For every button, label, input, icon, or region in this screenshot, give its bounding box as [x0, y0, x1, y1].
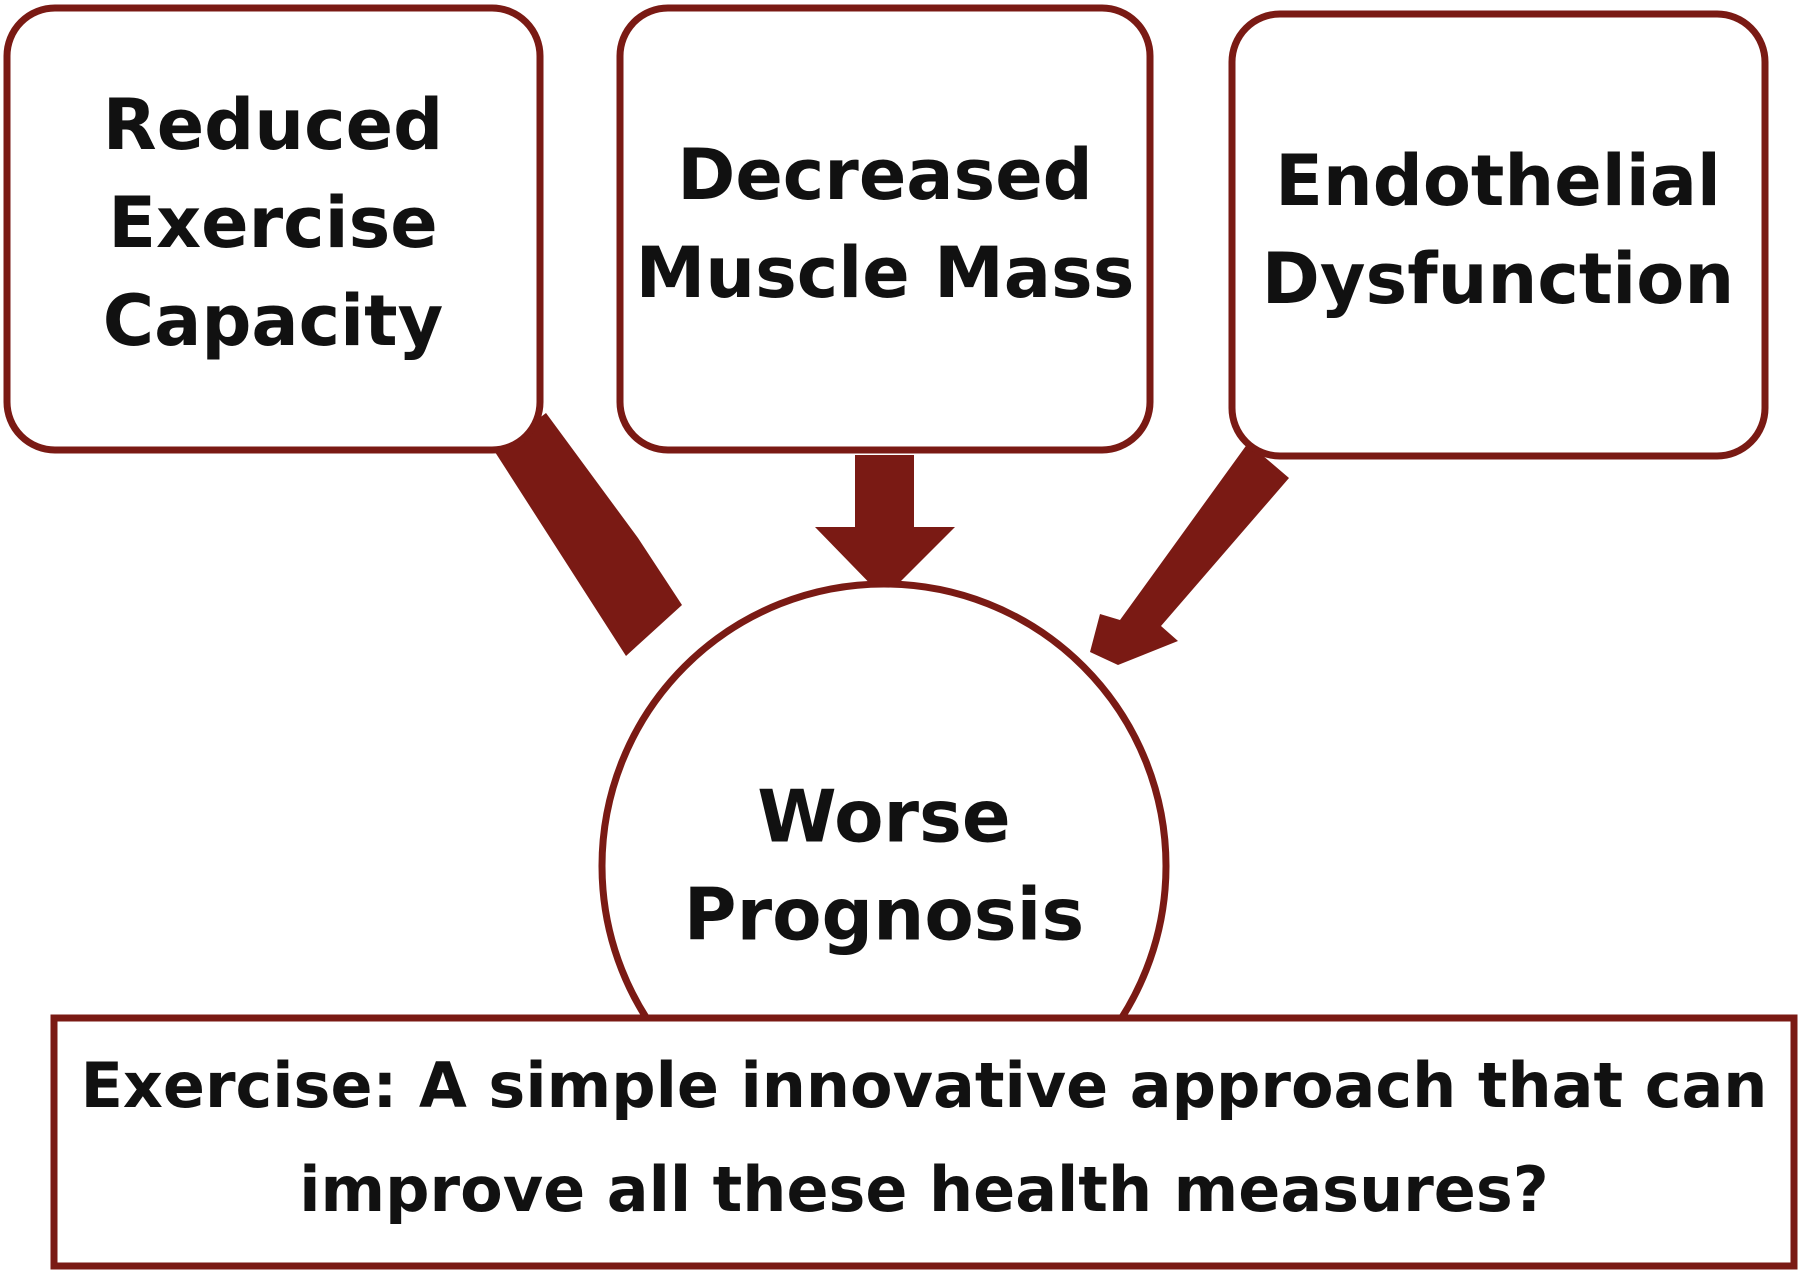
banner-exercise-question: Exercise: A simple innovative approach t… [50, 1014, 1798, 1270]
arrow-right [1090, 443, 1289, 665]
box-reduced-exercise-capacity: Reduced Exercise Capacity [3, 4, 544, 454]
box-3-line-2: Dysfunction [1262, 238, 1734, 320]
banner-line-2: improve all these health measures? [299, 1153, 1548, 1226]
arrow-left [495, 413, 682, 656]
outcome-line-2: Prognosis [684, 873, 1084, 957]
box-3-line-1: Endothelial [1275, 140, 1721, 222]
outcome-worse-prognosis: Worse Prognosis [598, 580, 1170, 1152]
box-2-line-1: Decreased [677, 134, 1093, 216]
box-decreased-muscle-mass: Decreased Muscle Mass [616, 4, 1154, 454]
arrow-center [815, 455, 955, 598]
box-1-line-3: Capacity [103, 280, 444, 362]
box-endothelial-dysfunction: Endothelial Dysfunction [1228, 10, 1769, 460]
box-2-line-2: Muscle Mass [636, 232, 1135, 314]
box-1-line-1: Reduced [103, 84, 443, 166]
banner-line-1: Exercise: A simple innovative approach t… [81, 1049, 1768, 1122]
outcome-line-1: Worse [757, 775, 1011, 859]
box-1-line-2: Exercise [108, 182, 438, 264]
